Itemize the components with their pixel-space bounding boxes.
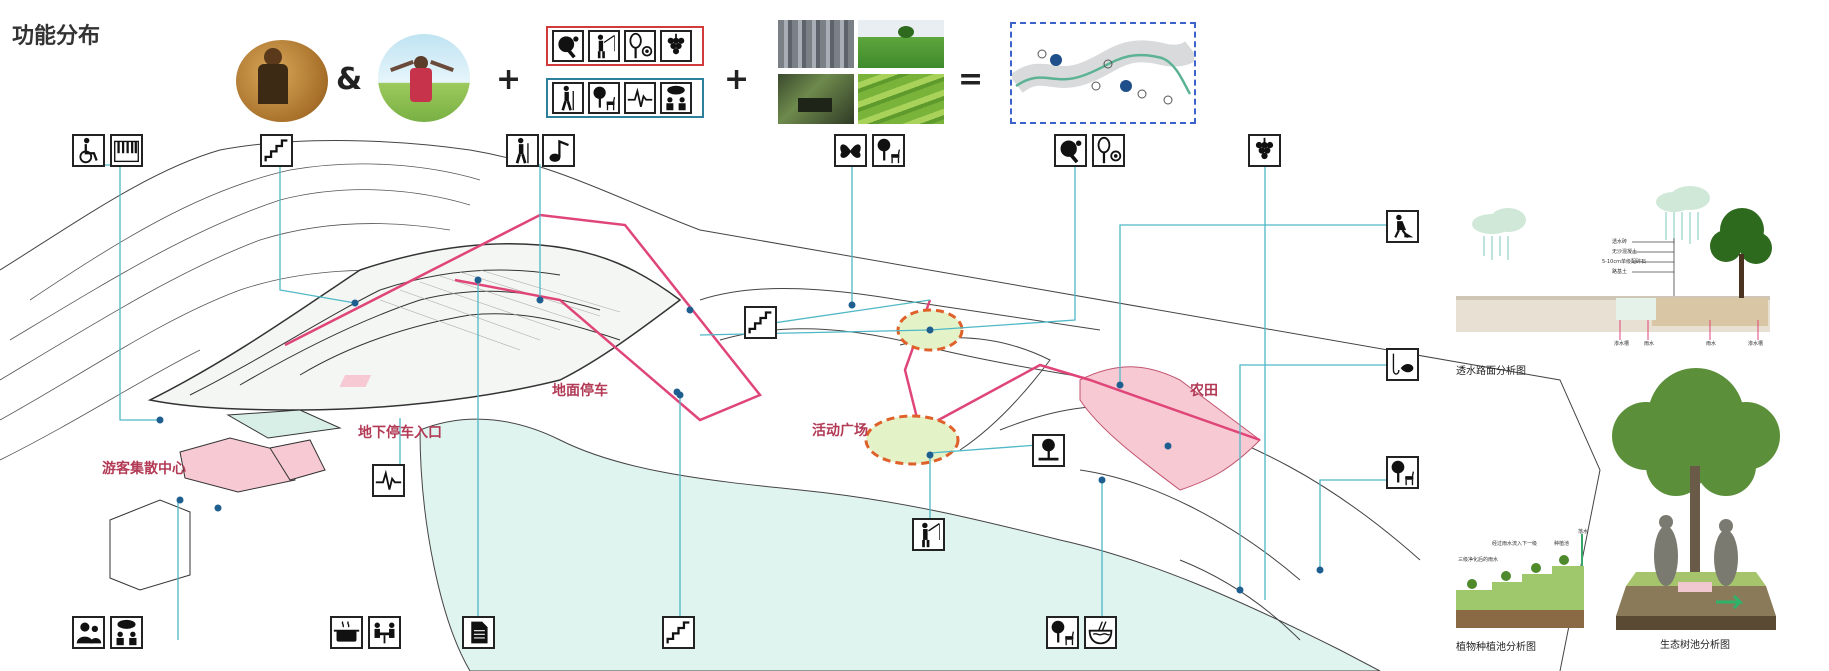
plus-operator-1: + xyxy=(496,62,522,97)
tree-deer-icon xyxy=(588,82,620,114)
people-chat-icon xyxy=(110,616,143,649)
hiker-icon xyxy=(506,134,539,167)
visitor-center-label: 游客集散中心 xyxy=(102,461,186,477)
permeable-layer-2: 无沙混凝土 xyxy=(1612,249,1638,255)
tourism-photo-caption: 旅游 xyxy=(452,114,463,120)
fishing-person-icon xyxy=(588,30,620,62)
tree-bench-icon xyxy=(1032,434,1065,467)
heartbeat-icon xyxy=(624,82,656,114)
document-icon xyxy=(462,616,495,649)
permeable-layer-3: 5-10cm单级配碎石 xyxy=(1602,259,1646,265)
fishing-icon xyxy=(1386,348,1419,381)
planting-note-3: 落水 xyxy=(1578,529,1589,535)
hiker-icon xyxy=(552,82,584,114)
permeable-pavement-diagram: 透水砖 无沙混凝土 5-10cm单级配碎石 路基土 渗水槽 雨水 雨水 渗水槽 xyxy=(1452,180,1774,350)
permeable-bottom-3: 雨水 xyxy=(1706,341,1717,347)
recreation-icon-group xyxy=(546,26,704,66)
people-chat-icon xyxy=(660,82,692,114)
farmland-label: 农田 xyxy=(1190,383,1218,399)
tree-deer-icon xyxy=(1046,616,1079,649)
farmer-digging-icon xyxy=(1386,210,1419,243)
permeable-bottom-2: 雨水 xyxy=(1644,341,1655,347)
planting-note-1: 经过雨水流入下一级 xyxy=(1492,541,1538,547)
heartbeat-icon xyxy=(372,464,405,497)
farming-photo xyxy=(236,40,328,122)
underground-entrance-label: 地下停车入口 xyxy=(358,425,442,441)
permeable-layer-4: 路基土 xyxy=(1612,269,1628,275)
grape-icon xyxy=(1248,134,1281,167)
sports-racket-ball-icon xyxy=(1092,134,1125,167)
nature-icon-group xyxy=(546,78,704,118)
ground-parking-label: 地面停车 xyxy=(552,383,608,399)
patio-photo xyxy=(778,74,854,124)
farming-photo-caption: 农耕 xyxy=(308,114,319,120)
stairs-icon xyxy=(662,616,695,649)
equals-operator: = xyxy=(958,62,984,97)
fishing-person-icon xyxy=(912,518,945,551)
tree-deer-icon xyxy=(872,134,905,167)
stairs-icon xyxy=(260,134,293,167)
sports-racket-ball-icon xyxy=(624,30,656,62)
permeable-bottom-4: 渗水槽 xyxy=(1748,341,1764,347)
lawn-path-photo xyxy=(858,20,944,68)
and-operator: & xyxy=(336,62,363,97)
permeable-pavement-caption: 透水路面分析图 xyxy=(1456,366,1526,377)
planting-pool-caption: 植物种植池分析图 xyxy=(1456,642,1536,653)
piano-keys-icon xyxy=(110,134,143,167)
ping-pong-icon xyxy=(552,30,584,62)
stairs-icon xyxy=(744,306,777,339)
planting-note-2: 种植池 xyxy=(1554,541,1570,547)
permeable-layer-1: 透水砖 xyxy=(1612,239,1628,245)
activity-plaza-label: 活动广场 xyxy=(812,423,868,439)
grape-icon xyxy=(660,30,692,62)
plus-operator-2: + xyxy=(724,62,750,97)
terrace-field-photo xyxy=(858,74,944,124)
eco-tree-pool-caption: 生态树池分析图 xyxy=(1660,640,1730,651)
music-note-icon xyxy=(542,134,575,167)
result-mini-map xyxy=(1009,22,1199,124)
butterfly-icon xyxy=(834,134,867,167)
page-title: 功能分布 xyxy=(12,24,101,49)
permeable-bottom-1: 渗水槽 xyxy=(1614,341,1630,347)
eco-tree-pool-diagram xyxy=(1606,366,1786,632)
parking-lot-photo xyxy=(778,20,854,68)
tourism-photo xyxy=(378,34,470,122)
dining-table-icon xyxy=(368,616,401,649)
people-icon xyxy=(72,616,105,649)
tree-deer-icon xyxy=(1386,456,1419,489)
wheelchair-icon xyxy=(72,134,105,167)
ping-pong-icon xyxy=(1054,134,1087,167)
cooking-pot-icon xyxy=(330,616,363,649)
planting-pool-diagram: 经过雨水流入下一级 种植池 落水 三级净化后的雨水 xyxy=(1452,520,1592,630)
planting-note-4: 三级净化后的雨水 xyxy=(1458,557,1499,563)
noodle-bowl-icon xyxy=(1084,616,1117,649)
